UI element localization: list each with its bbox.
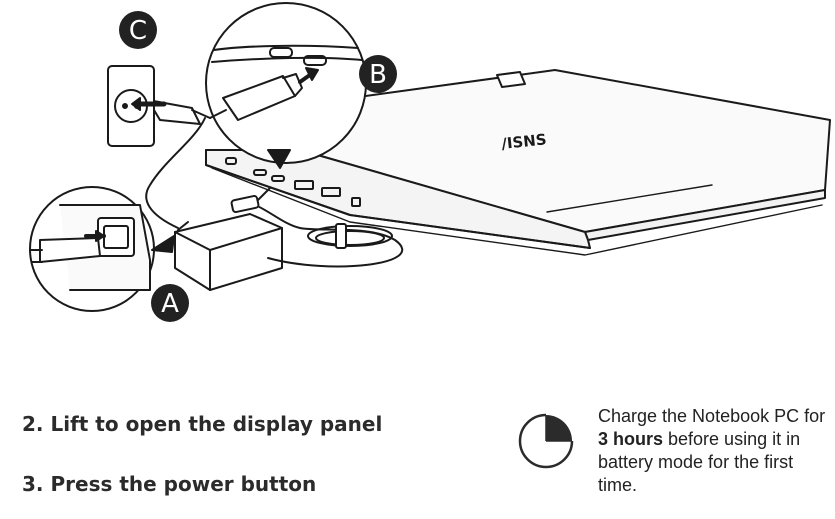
power-adapter [174,213,283,291]
step-press-power: 3. Press the power button [22,472,317,496]
timer-icon [518,413,574,469]
callout-b-label: B [369,60,387,90]
charge-note-suffix: before using it in battery mode for the … [598,429,801,495]
charge-note: Charge the Notebook PC for 3 hours befor… [598,405,830,497]
laptop [205,69,831,256]
ac-cord [145,117,206,229]
usb-c-plug [230,194,260,214]
step-open-display: 2. Lift to open the display panel [22,412,383,436]
callout-a-label: A [161,289,179,319]
zoom-usb-c-port [205,2,367,164]
callout-c-label: C [129,16,147,46]
zoom-adapter-input [29,186,155,312]
charging-illustration: /ISNS [29,2,831,322]
charge-note-prefix: Charge the Notebook PC for [598,406,826,426]
charge-note-duration: 3 hours [598,429,664,449]
laptop-logo: /ISNS [501,130,548,153]
